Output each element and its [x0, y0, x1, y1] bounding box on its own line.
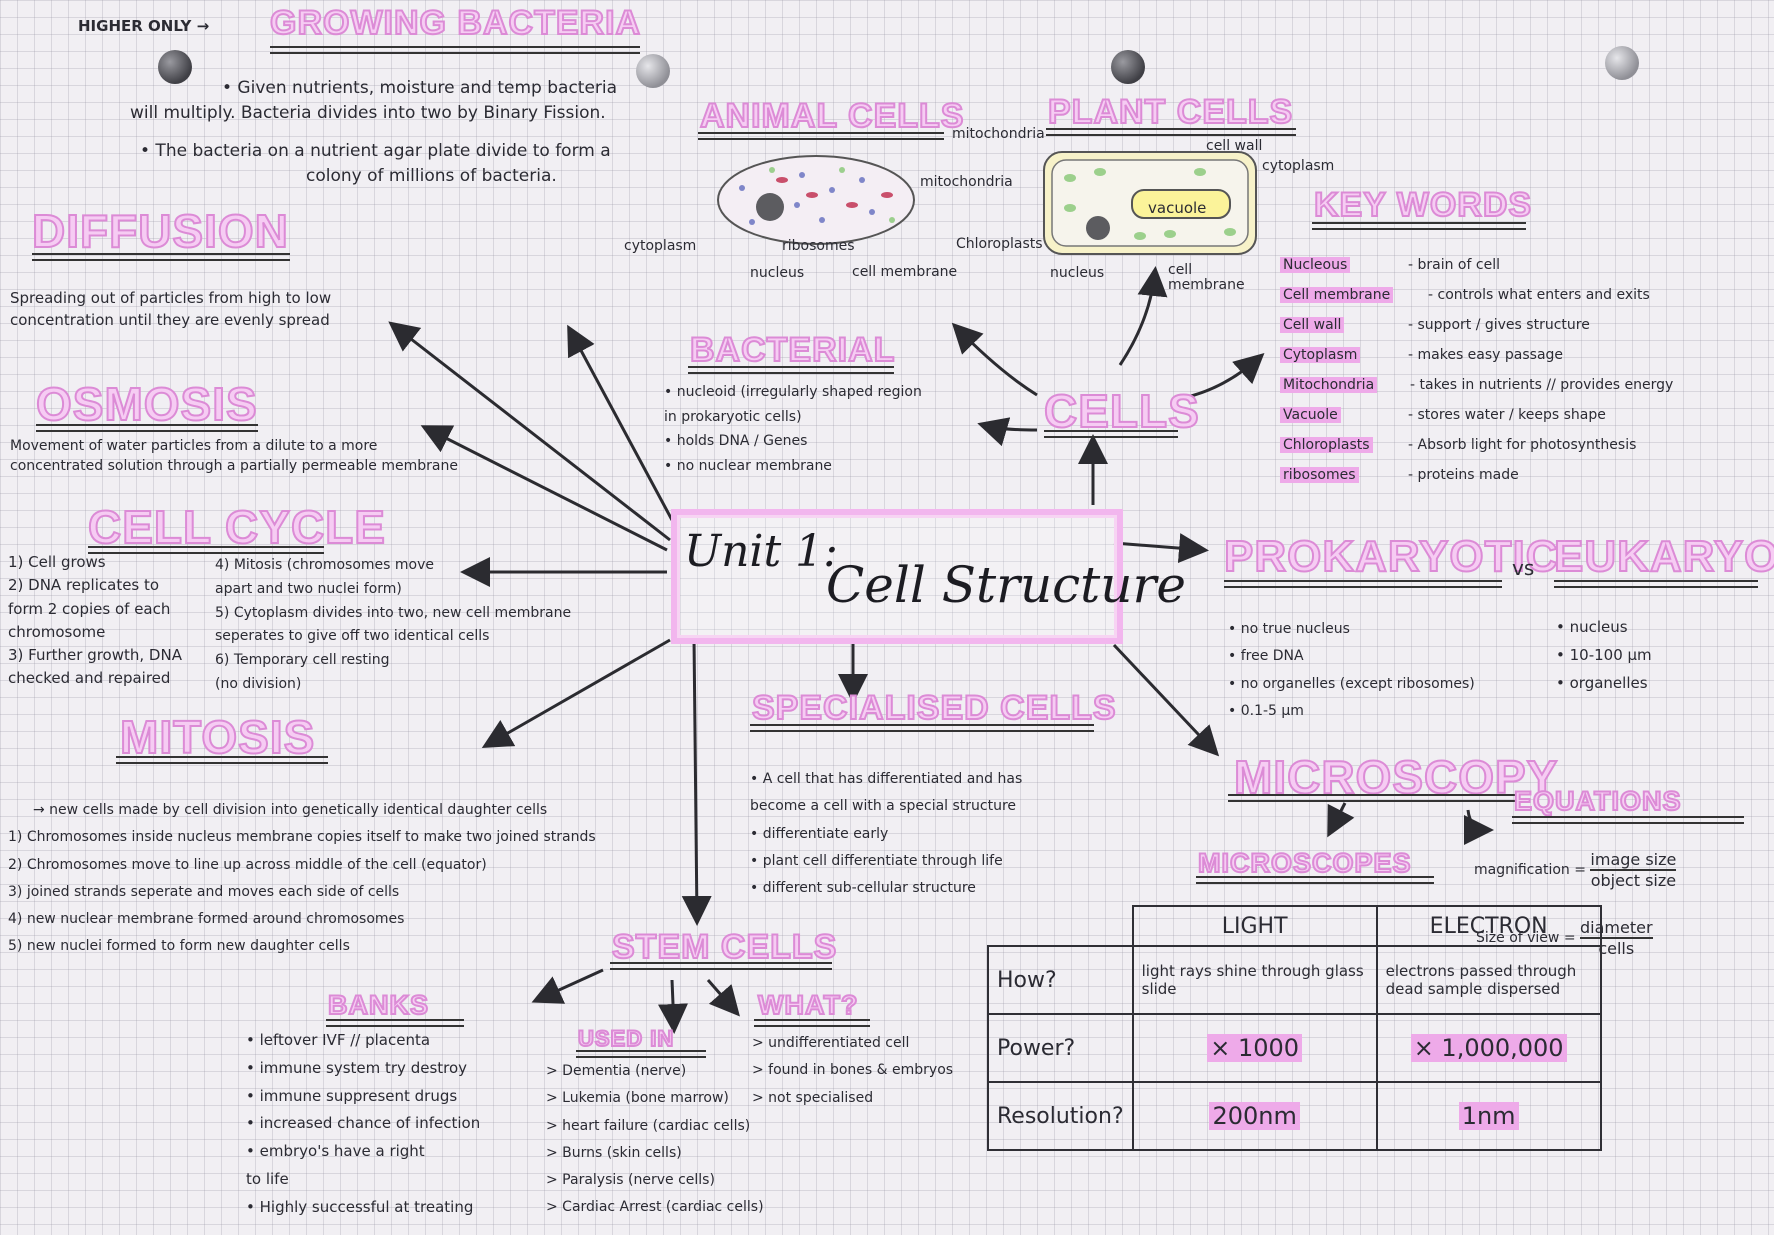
- pin-icon: [1605, 46, 1639, 80]
- title-underline: [754, 1019, 870, 1027]
- used-in-list: > Dementia (nerve) > Lukemia (bone marro…: [546, 1063, 764, 1216]
- magnification-equation: magnification = image size object size: [1474, 850, 1677, 891]
- higher-only-label: HIGHER ONLY →: [78, 17, 210, 35]
- bacterial-text: • nucleoid (irregularly shaped region in…: [664, 384, 922, 474]
- title-underline: [270, 46, 640, 54]
- title-underline: [116, 756, 328, 764]
- key-word-row: Cytoplasm - makes easy passage: [1280, 347, 1770, 378]
- title-underline: [1224, 580, 1502, 588]
- cell-cycle-title: CELL CYCLE: [87, 500, 386, 554]
- title-underline: [576, 1050, 706, 1058]
- key-words-list: Nucleous - brain of cell Cell membrane -…: [1280, 257, 1770, 498]
- animal-label-cytoplasm: cytoplasm: [624, 238, 697, 254]
- key-word-row: Mitochondria - takes in nutrients // pro…: [1280, 377, 1770, 408]
- specialised-text: • A cell that has differentiated and has…: [750, 771, 1023, 897]
- key-word-row: Cell wall - support / gives structure: [1280, 317, 1770, 348]
- title-underline: [1554, 580, 1758, 588]
- pin-icon: [158, 50, 192, 84]
- key-word-row: ribosomes - proteins made: [1280, 467, 1770, 498]
- banks-list: • leftover IVF // placenta • immune syst…: [246, 1031, 481, 1216]
- title-underline: [32, 253, 290, 261]
- eukaryotic-title: EUKARYOTIC: [1553, 531, 1774, 582]
- specialised-cells-title: SPECIALISED CELLS: [751, 688, 1117, 728]
- title-underline: [1044, 430, 1178, 438]
- prokaryotic-title: PROKARYOTIC: [1223, 531, 1559, 582]
- title-underline: [1512, 816, 1744, 824]
- table-header-electron: ELECTRON: [1375, 905, 1602, 947]
- pin-icon: [1111, 50, 1145, 84]
- key-word-row: Nucleous - brain of cell: [1280, 257, 1770, 288]
- table-header-row: LIGHT ELECTRON: [988, 905, 1602, 947]
- plant-label-cytoplasm: cytoplasm: [1262, 158, 1335, 174]
- animal-label-cell-membrane: cell membrane: [852, 264, 958, 280]
- plant-label-vacuole: vacuole: [1148, 199, 1207, 217]
- what-list: > undifferentiated cell > found in bones…: [752, 1035, 954, 1106]
- animal-label-ribosomes: ribosomes: [782, 238, 855, 254]
- diffusion-text: Spreading out of particles from high to …: [10, 289, 332, 329]
- title-underline: [1312, 222, 1526, 230]
- key-word-row: Vacuole - stores water / keeps shape: [1280, 407, 1770, 438]
- animal-cells-title: ANIMAL CELLS: [699, 96, 965, 136]
- title-underline: [1196, 876, 1434, 884]
- plant-label-cell-membrane: cell membrane: [1168, 262, 1245, 294]
- cell-cycle-right: 4) Mitosis (chromosomes move apart and t…: [215, 557, 572, 692]
- cell-cycle-left: 1) Cell grows 2) DNA replicates to form …: [8, 553, 182, 688]
- title-underline: [326, 1019, 464, 1027]
- title-underline: [1046, 128, 1296, 136]
- title-underline: [610, 962, 832, 970]
- plant-label-mitochondria: mitochondria: [952, 126, 1045, 142]
- growing-bacteria-text: • Given nutrients, moisture and temp bac…: [130, 78, 618, 186]
- plant-label-chloroplasts: Chloroplasts: [956, 236, 1043, 252]
- cells-title: CELLS: [1043, 384, 1200, 438]
- mitosis-text: → new cells made by cell division into g…: [8, 802, 596, 955]
- used-in-title: USED IN: [577, 1025, 675, 1052]
- title-underline: [688, 366, 894, 374]
- plant-cells-title: PLANT CELLS: [1047, 92, 1294, 132]
- key-words-title: KEY WORDS: [1313, 185, 1533, 225]
- stem-cells-title: STEM CELLS: [611, 927, 838, 967]
- key-word-row: Chloroplasts - Absorb light for photosyn…: [1280, 437, 1770, 468]
- plant-cell-diagram: [1043, 151, 1257, 255]
- central-topic-box: [671, 509, 1123, 644]
- microscopes-title: MICROSCOPES: [1197, 847, 1412, 879]
- osmosis-title: OSMOSIS: [35, 377, 258, 431]
- mitosis-title: MITOSIS: [119, 710, 316, 764]
- pin-icon: [636, 54, 670, 88]
- plant-label-nucleus: nucleus: [1050, 265, 1105, 281]
- table-row: How? light rays shine through glass slid…: [987, 945, 1602, 1015]
- table-row: Power? × 1000 × 1,000,000: [987, 1013, 1602, 1083]
- diffusion-title: DIFFUSION: [31, 204, 289, 258]
- title-underline: [750, 724, 1094, 732]
- what-title: WHAT?: [757, 989, 859, 1021]
- animal-label-nucleus: nucleus: [750, 265, 805, 281]
- animal-cell-diagram: [717, 155, 915, 245]
- osmosis-text: Movement of water particles from a dilut…: [10, 438, 458, 475]
- bacterial-title: BACTERIAL: [689, 330, 896, 370]
- prokaryotic-text: • no true nucleus • free DNA • no organe…: [1228, 621, 1475, 719]
- microscope-comparison-table: LIGHT ELECTRON How? light rays shine thr…: [987, 905, 1602, 1151]
- eukaryotic-text: • nucleus • 10-100 μm • organelles: [1556, 618, 1652, 692]
- title-underline: [88, 546, 324, 554]
- plant-label-cell-wall: cell wall: [1206, 138, 1263, 154]
- equations-title: EQUATIONS: [1513, 785, 1682, 817]
- key-word-row: Cell membrane - controls what enters and…: [1280, 287, 1770, 318]
- animal-label-mitochondria: mitochondria: [920, 174, 1013, 190]
- growing-bacteria-title: GROWING BACTERIA: [269, 3, 642, 43]
- table-header-light: LIGHT: [1131, 905, 1378, 947]
- vs-label: vs: [1512, 556, 1535, 580]
- central-topic-unit: Unit 1:: [684, 526, 838, 577]
- table-row: Resolution? 200nm 1nm: [987, 1081, 1602, 1151]
- central-topic-title: Cell Structure: [826, 556, 1186, 614]
- title-underline: [36, 424, 258, 432]
- banks-title: BANKS: [327, 989, 430, 1021]
- title-underline: [1228, 794, 1518, 802]
- title-underline: [698, 132, 944, 140]
